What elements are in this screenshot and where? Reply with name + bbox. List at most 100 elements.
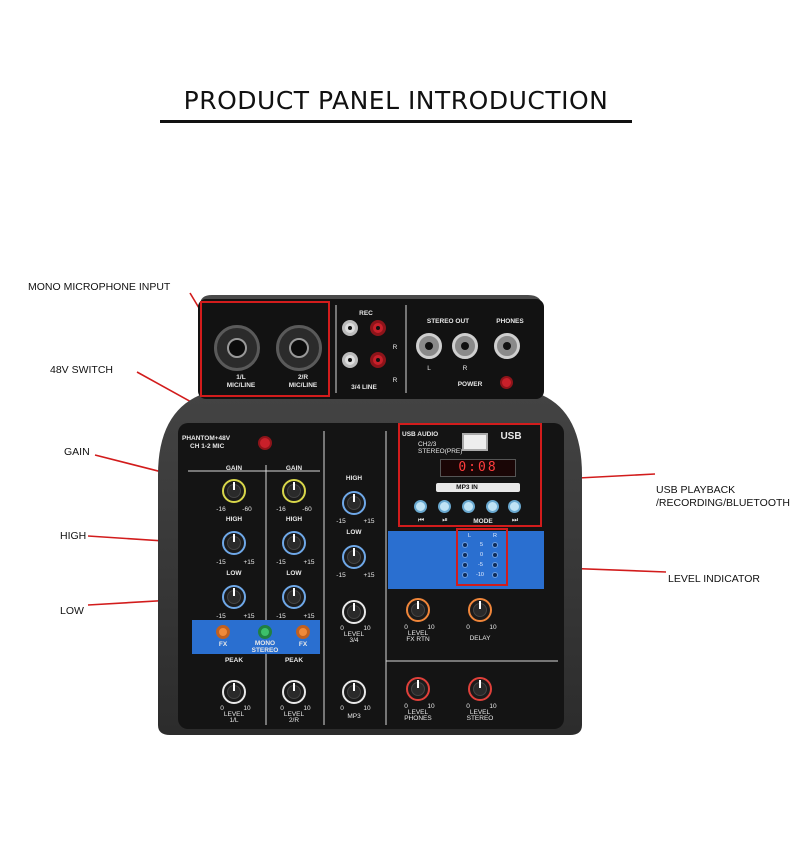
usb-port[interactable] (462, 433, 488, 451)
rca-rec-right[interactable] (370, 320, 386, 336)
power-label: POWER (457, 381, 483, 388)
ch34-high-min: -15 (336, 518, 346, 525)
mp3-level-min: 0 (340, 705, 344, 712)
phones-level-knob[interactable] (406, 677, 430, 701)
ch1-gain-label: GAIN (225, 465, 243, 472)
callout-48v-switch: 48V SWITCH (50, 364, 114, 376)
led-l-3 (462, 562, 468, 568)
ch2-low-label: LOW (286, 570, 302, 577)
phones-level-sub: PHONES (404, 715, 432, 722)
fx-send-jack-2[interactable] (296, 625, 310, 639)
xlr-input-1[interactable] (214, 325, 260, 371)
callout-mono-mic: MONO MICROPHONE INPUT (28, 281, 171, 293)
stereo-out-right-jack[interactable] (452, 333, 478, 359)
record-button[interactable] (486, 500, 499, 513)
led-l-4 (462, 572, 468, 578)
out-l-label: L (427, 365, 431, 372)
ch2-high-knob[interactable] (282, 531, 306, 555)
ch2-low-knob[interactable] (282, 585, 306, 609)
ch34-high-max: +15 (363, 518, 375, 525)
mp3-level-label: MP3 (347, 713, 361, 720)
ch34-level-knob[interactable] (342, 600, 366, 624)
ch2-peak-label: PEAK (284, 657, 304, 664)
meter-level-0: 0 (480, 552, 484, 558)
ch1-level-knob[interactable] (222, 680, 246, 704)
input1-type: MIC/LINE (226, 382, 256, 389)
highlight-mic-inputs (200, 301, 330, 397)
phones-level-min: 0 (404, 703, 408, 710)
rca-line-right[interactable] (370, 352, 386, 368)
ch1-low-knob[interactable] (222, 585, 246, 609)
mp3-level-knob[interactable] (342, 680, 366, 704)
meter-l-label: L (468, 533, 472, 539)
callout-low: LOW (60, 605, 84, 617)
mp3-in-label: MP3 IN (456, 484, 478, 491)
highlight-usb-module (398, 423, 542, 527)
ch2-level-max: 10 (303, 705, 311, 712)
next-button[interactable] (508, 500, 521, 513)
next-icon: ⏭ (511, 517, 519, 524)
ch2-level-min: 0 (280, 705, 284, 712)
rca-rec-left[interactable] (342, 320, 358, 336)
ch1-gain-knob[interactable] (222, 479, 246, 503)
out-r-label: R (462, 365, 468, 372)
phones-label: PHONES (496, 318, 524, 325)
mode-label: MODE (473, 518, 493, 525)
play-pause-button[interactable] (438, 500, 451, 513)
phantom-sub-label: CH 1-2 MIC (190, 443, 225, 450)
meter-level-5: 5 (480, 542, 484, 548)
xlr-input-2[interactable] (276, 325, 322, 371)
phantom-48v-switch[interactable] (258, 436, 272, 450)
fx-rtn-knob[interactable] (406, 598, 430, 622)
power-button[interactable] (500, 376, 513, 389)
ch1-level-sub: 1/L (229, 717, 239, 724)
fx-send-jack-1[interactable] (216, 625, 230, 639)
stereo-level-min: 0 (466, 703, 470, 710)
mode-button[interactable] (462, 500, 475, 513)
phones-jack[interactable] (494, 333, 520, 359)
stereo-level-knob[interactable] (468, 677, 492, 701)
fx-rtn-label: FX RTN (406, 636, 430, 643)
phones-level-label: LEVEL (407, 709, 429, 716)
lcd-display: 0:08 (440, 459, 516, 477)
ch2-low-max: +15 (303, 613, 315, 620)
fx-rtn-level-label: LEVEL (407, 630, 429, 637)
ch2-level-knob[interactable] (282, 680, 306, 704)
phones-level-max: 10 (427, 703, 435, 710)
delay-max: 10 (489, 624, 497, 631)
meter-panel (388, 531, 544, 589)
ch34-low-knob[interactable] (342, 545, 366, 569)
stereo-out-left-jack[interactable] (416, 333, 442, 359)
ch2-gain-knob[interactable] (282, 479, 306, 503)
ch34-high-knob[interactable] (342, 491, 366, 515)
ch1-low-max: +15 (243, 613, 255, 620)
line34-label: 3/4 LINE (351, 384, 377, 391)
led-r-4 (492, 572, 498, 578)
delay-label: DELAY (469, 635, 491, 642)
stereo-label: STEREO (251, 647, 279, 654)
ch1-high-knob[interactable] (222, 531, 246, 555)
prev-icon: ⏮ (417, 517, 425, 524)
ch2-level-label: LEVEL (283, 711, 305, 718)
callout-usb-line1: USB PLAYBACK (656, 484, 736, 496)
ch34-level-min: 0 (340, 625, 344, 632)
ch1-gain-min: -16 (216, 506, 226, 513)
title-underline (160, 120, 632, 123)
usb-audio-label: USB AUDIO (402, 431, 439, 438)
fx-rtn-max: 10 (427, 624, 435, 631)
input2-label: 2/R (297, 374, 309, 381)
ch1-high-label: HIGH (225, 516, 243, 523)
delay-knob[interactable] (468, 598, 492, 622)
led-l-2 (462, 552, 468, 558)
ch34-level-sub: 3/4 (349, 637, 359, 644)
phantom-label: PHANTOM+48V (182, 435, 231, 442)
ch2-high-label: HIGH (285, 516, 303, 523)
callout-level-indicator: LEVEL INDICATOR (668, 573, 760, 585)
ch1-low-min: -15 (216, 613, 226, 620)
fx-label-2: FX (298, 641, 308, 648)
rca-line-left[interactable] (342, 352, 358, 368)
ch1-gain-max: -60 (242, 506, 252, 513)
mono-stereo-switch[interactable] (258, 625, 272, 639)
mp3-in-bar (436, 483, 520, 492)
prev-button[interactable] (414, 500, 427, 513)
